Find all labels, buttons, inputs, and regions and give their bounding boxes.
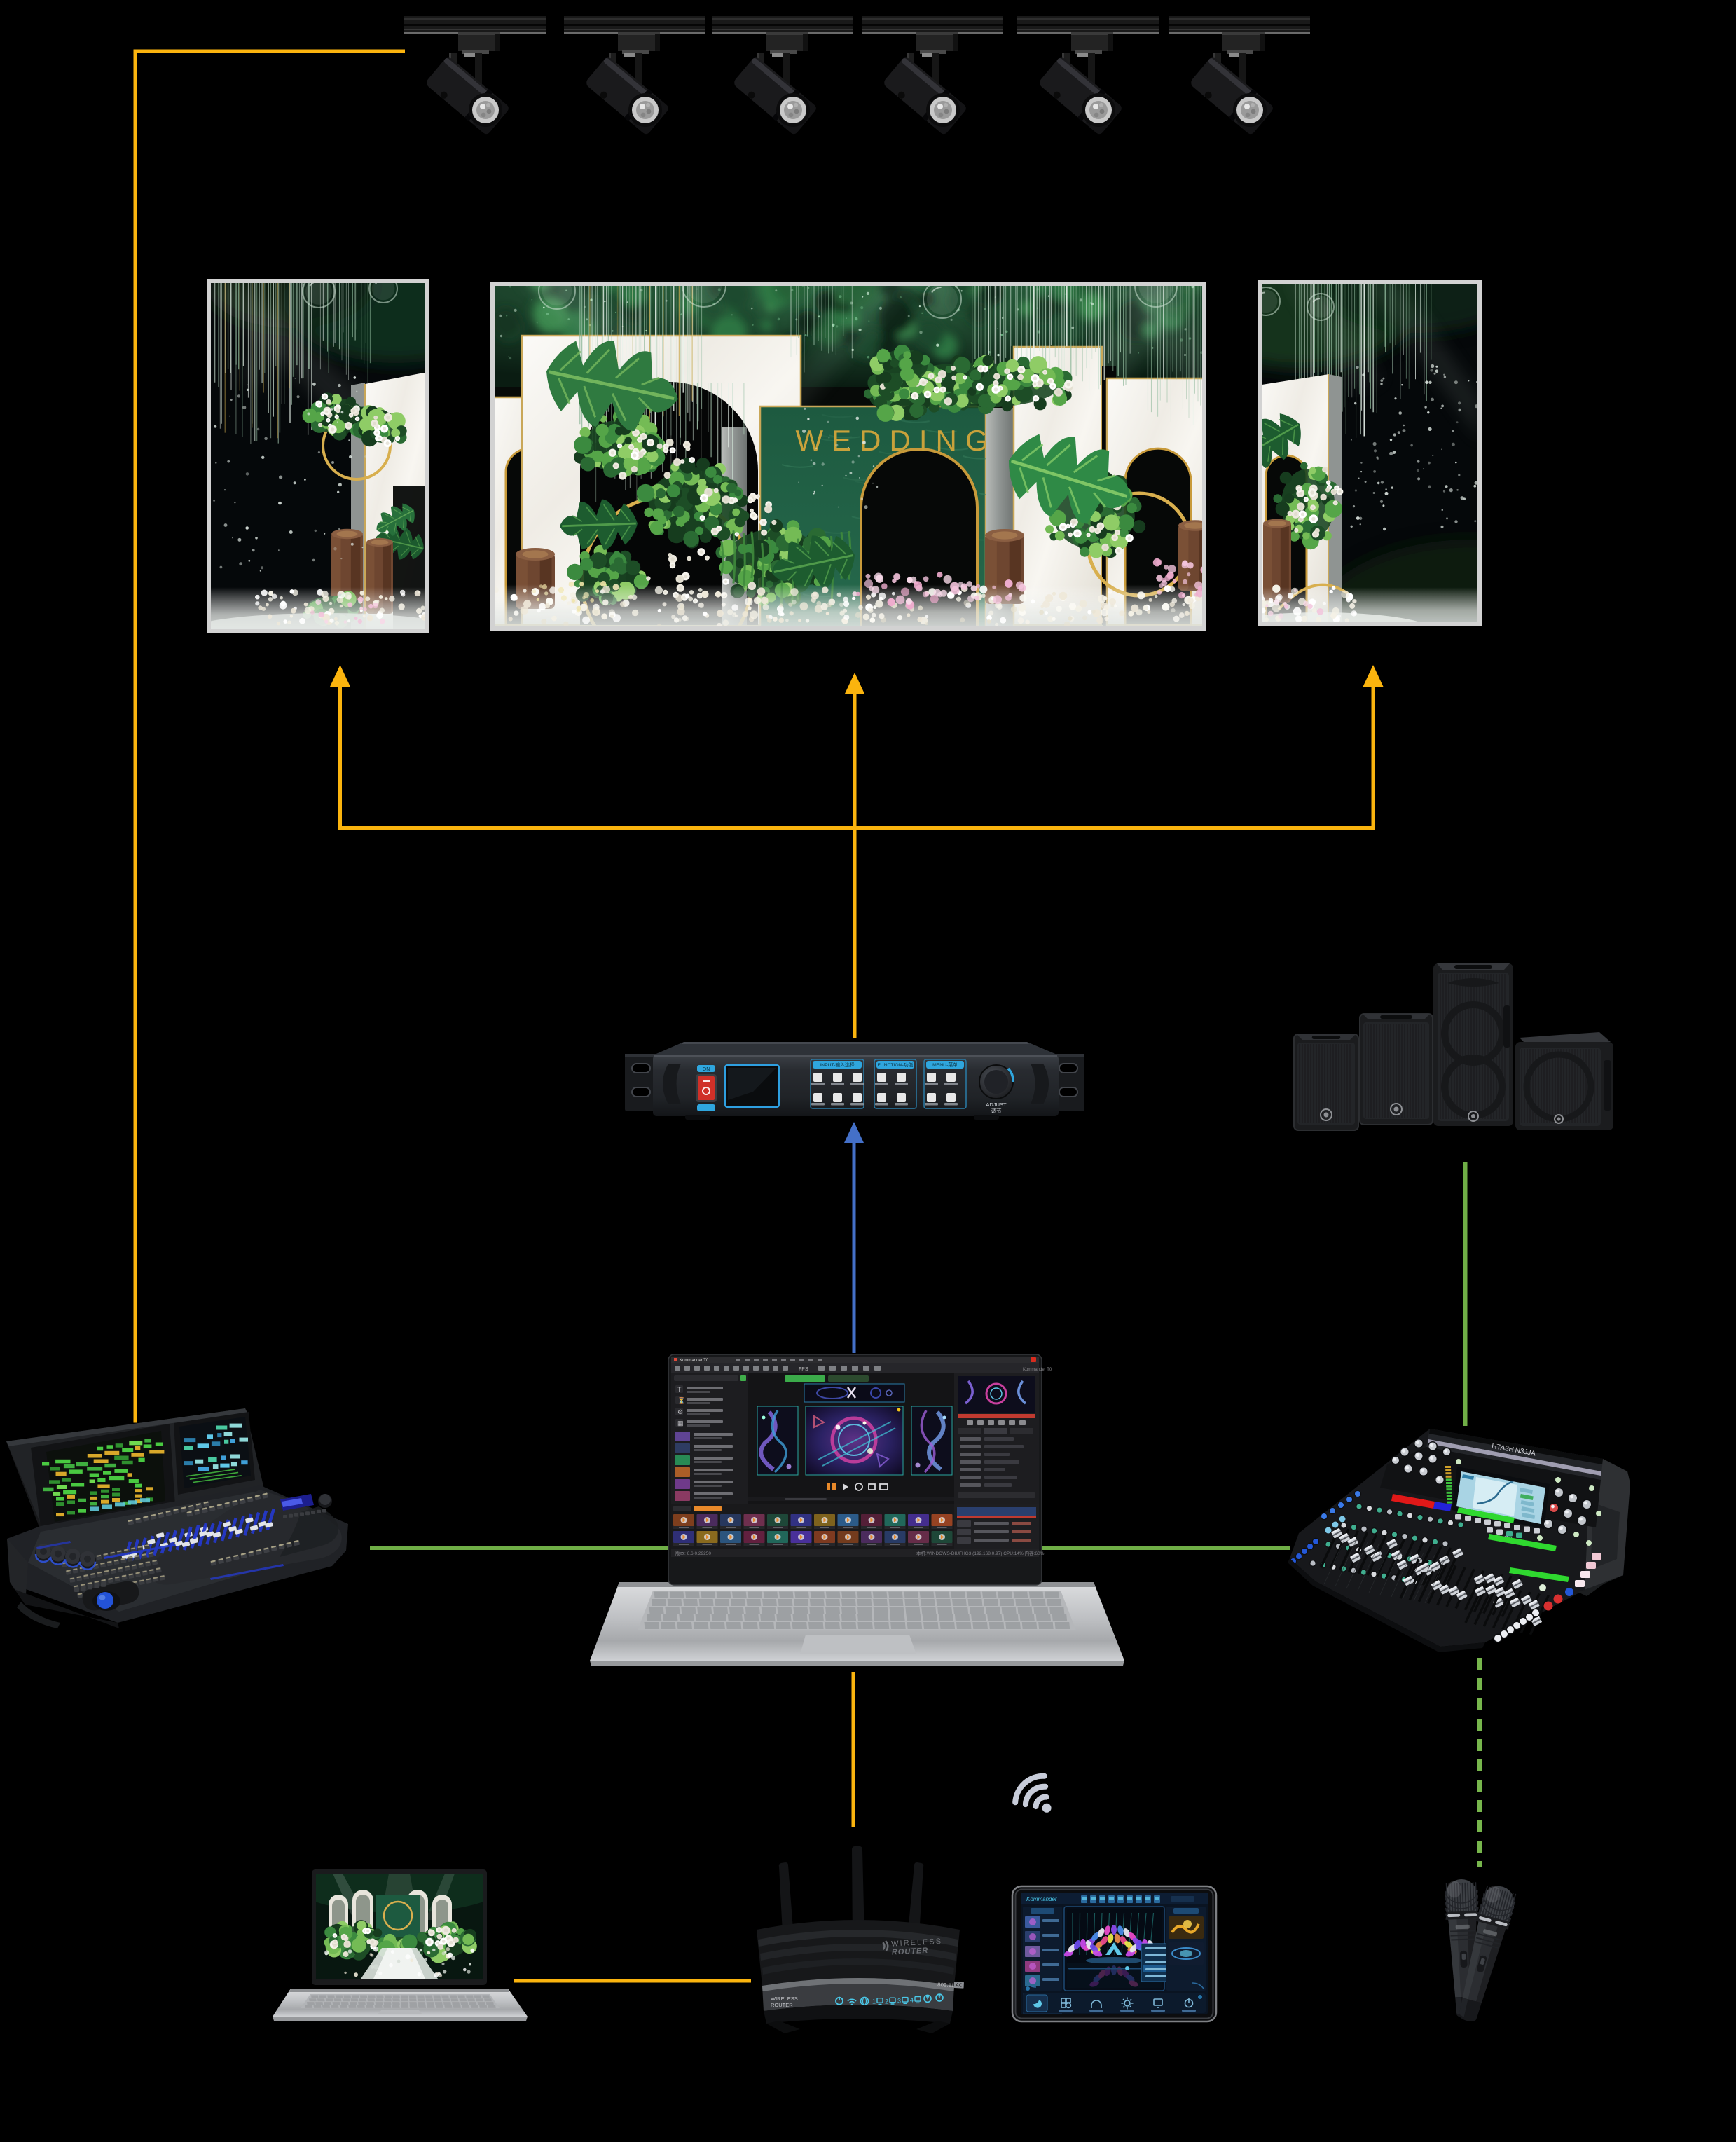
svg-text:调节: 调节 bbox=[991, 1108, 1003, 1114]
svg-text:2: 2 bbox=[885, 1998, 888, 2005]
svg-text:T: T bbox=[677, 1386, 682, 1393]
svg-text:Kommander: Kommander bbox=[1026, 1896, 1057, 1902]
svg-text:1: 1 bbox=[872, 1998, 876, 2005]
svg-text:INPUT-输入选择: INPUT-输入选择 bbox=[820, 1062, 855, 1068]
svg-text:WEDDING: WEDDING bbox=[796, 424, 997, 457]
svg-text:Kommander T0: Kommander T0 bbox=[1023, 1368, 1052, 1372]
svg-text:WIRELESS: WIRELESS bbox=[771, 1996, 798, 2002]
svg-text:MENU-菜单: MENU-菜单 bbox=[932, 1062, 958, 1068]
svg-text:本机:WINDOWS-DIUFHG3 (192.168.0.: 本机:WINDOWS-DIUFHG3 (192.168.0.97) CPU:14… bbox=[916, 1550, 1045, 1556]
svg-text:ROUTER: ROUTER bbox=[771, 2002, 793, 2008]
svg-text:⏳: ⏳ bbox=[677, 1396, 685, 1404]
svg-text:3: 3 bbox=[897, 1998, 901, 2005]
svg-text:ROUTER: ROUTER bbox=[892, 1947, 929, 1957]
svg-text:FUNCTION-功能: FUNCTION-功能 bbox=[878, 1062, 914, 1068]
svg-text:⚙: ⚙ bbox=[677, 1408, 683, 1415]
svg-text:4: 4 bbox=[910, 1997, 914, 2004]
svg-text:ON: ON bbox=[703, 1067, 710, 1072]
svg-text:WIRELESS: WIRELESS bbox=[891, 1937, 942, 1949]
svg-text:AC: AC bbox=[956, 1983, 963, 1989]
svg-text:版本: 6.6.0.29250: 版本: 6.6.0.29250 bbox=[675, 1550, 711, 1556]
svg-text:802.11: 802.11 bbox=[937, 1982, 955, 1989]
svg-text:ADJUST: ADJUST bbox=[986, 1101, 1007, 1108]
svg-text:▦: ▦ bbox=[677, 1420, 684, 1427]
svg-text:FPS: FPS bbox=[799, 1367, 808, 1372]
svg-text:Kommander T0: Kommander T0 bbox=[680, 1359, 709, 1363]
